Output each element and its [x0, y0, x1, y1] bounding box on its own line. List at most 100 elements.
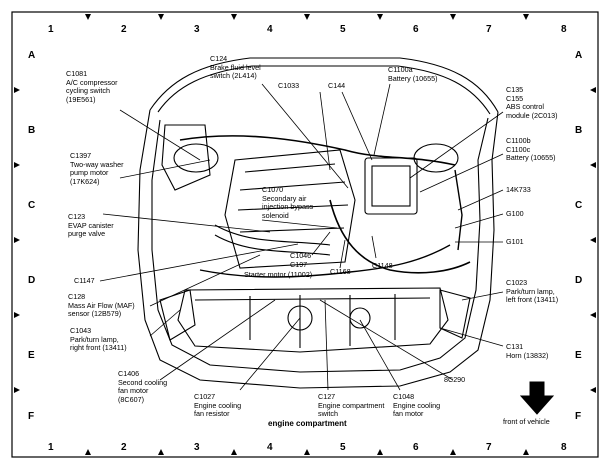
callout-line: right front (13411)	[70, 343, 127, 353]
callout-line: C1100b	[506, 136, 531, 145]
callout-8c290: 8C290	[444, 375, 466, 385]
callout-line: Second cooling	[118, 377, 168, 387]
grid-row-d-right: D	[575, 275, 583, 286]
grid-row-e: E	[28, 350, 35, 361]
grid-col-4: 4	[267, 24, 273, 35]
grid-col-1-bottom: 1	[48, 442, 54, 453]
callout-line: sensor (12B579)	[68, 309, 122, 319]
grid-col-4-bottom: 4	[267, 442, 273, 453]
grid-col-2-bottom: 2	[121, 442, 127, 453]
callout-line: 8C290	[444, 375, 466, 384]
grid-row-a: A	[28, 50, 36, 61]
leader-lines	[99, 83, 504, 391]
callout-line: Park/turn lamp,	[506, 286, 555, 296]
callout-line: C1100c	[506, 144, 531, 154]
callout-line: C1168	[330, 267, 351, 276]
callout-line: (17K624)	[70, 176, 100, 186]
callout-line: fan motor	[393, 409, 424, 419]
grid-markers	[14, 14, 596, 455]
callout-c144: C144	[328, 81, 346, 91]
grid-row-d: D	[28, 275, 36, 286]
grid-col-7-bottom: 7	[486, 442, 492, 453]
grid-row-b-right: B	[575, 125, 583, 136]
callout-line: Engine cooling	[393, 400, 441, 410]
callout-line: C124	[210, 54, 228, 63]
callout-line: switch (2L414)	[210, 71, 257, 81]
callout-line: C128	[68, 292, 86, 301]
callout-line: (19E561)	[66, 94, 96, 104]
callout-line: C1070	[262, 185, 284, 194]
callout-line: pump motor	[70, 168, 109, 178]
grid-row-f-right: F	[575, 411, 582, 422]
grid-row-e-right: E	[575, 350, 582, 361]
callout-line: Two-way washer	[70, 159, 124, 169]
callout-line: C144	[328, 81, 346, 90]
callout-line: C1043	[70, 326, 92, 335]
callout-line: module (2C013)	[506, 110, 558, 120]
callout-line: 14K733	[506, 185, 531, 194]
callout-starter: Starter motor (11002)	[244, 270, 313, 280]
callout-line: Battery (10655)	[506, 153, 556, 163]
callout-line: Starter motor (11002)	[244, 270, 313, 279]
callout-line: C127	[318, 392, 336, 401]
callout-line: G101	[506, 237, 524, 246]
grid-col-6-bottom: 6	[413, 442, 419, 453]
grid-row-f: F	[28, 411, 35, 422]
callout-line: Horn (13832)	[506, 350, 549, 360]
callout-c1033: C1033	[278, 81, 300, 91]
callout-line: fan resistor	[194, 409, 230, 419]
callout-line: left front (13411)	[506, 295, 559, 305]
callout-line: C1033	[278, 81, 300, 90]
callout-line: G100	[506, 209, 524, 218]
callout-line: injection bypass	[262, 202, 314, 212]
callout-line: solenoid	[262, 210, 289, 220]
callout-line: C1027	[194, 392, 216, 401]
diagram-title: engine compartment	[268, 419, 347, 428]
grid-col-2: 2	[121, 24, 127, 35]
grid-col-3-bottom: 3	[194, 442, 200, 453]
callout-line: C1023	[506, 278, 528, 287]
grid-col-5: 5	[340, 24, 346, 35]
callout-line: Brake fluid level	[210, 62, 261, 72]
grid-col-6: 6	[413, 24, 419, 35]
callout-line: (8C607)	[118, 394, 144, 404]
callout-line: C1100a	[388, 65, 413, 74]
callout-line: Engine cooling	[194, 400, 242, 410]
callout-line: Park/turn lamp,	[70, 334, 119, 344]
callout-line: C1046	[290, 251, 312, 260]
diagram-frame	[11, 11, 599, 458]
callout-line: fan motor	[118, 386, 149, 396]
grid-row-c: C	[28, 200, 36, 211]
callout-line: C123	[68, 212, 86, 221]
callout-line: C1406	[118, 369, 140, 378]
callout-c1147: C1147	[74, 276, 95, 286]
callout-line: C1048	[393, 392, 415, 401]
callout-line: C1148	[372, 261, 393, 270]
callout-c1168: C1168	[330, 267, 351, 277]
callout-line: Engine compartment	[318, 400, 385, 410]
callout-line: ABS control	[506, 102, 544, 112]
grid-row-a-right: A	[575, 50, 583, 61]
callout-g101: G101	[506, 237, 524, 247]
callout-g100: G100	[506, 209, 524, 219]
grid-col-8-bottom: 8	[561, 442, 567, 453]
engine-compartment-sketch	[137, 57, 499, 389]
callout-line: Secondary air	[262, 193, 307, 203]
callout-line: A/C compressor	[66, 77, 118, 87]
